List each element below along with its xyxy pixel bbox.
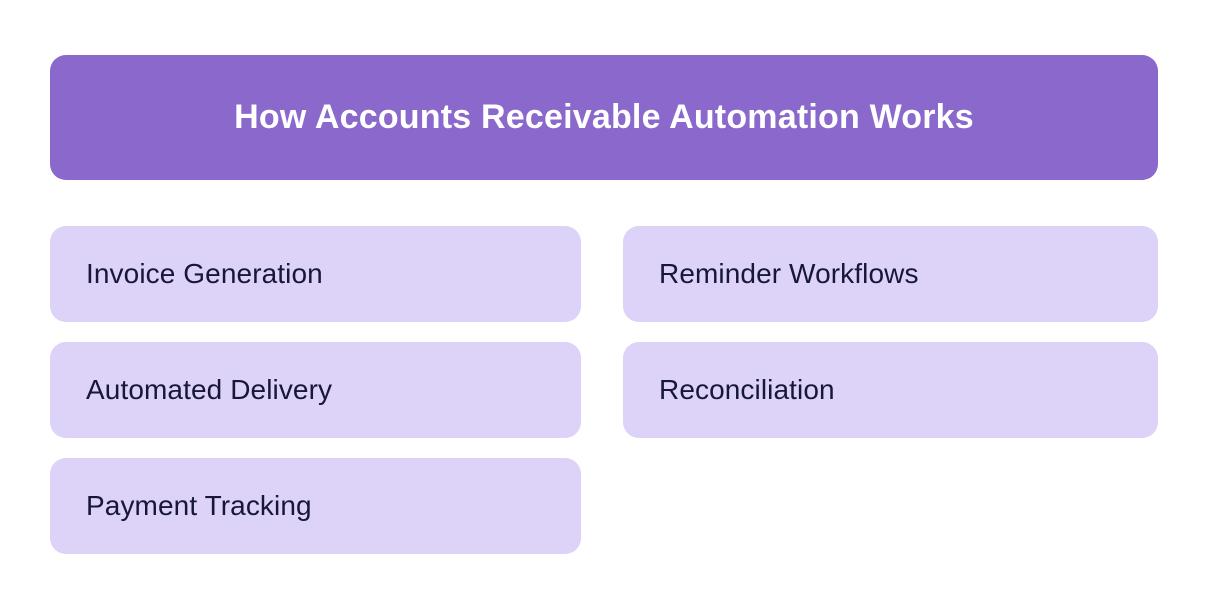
card-label: Automated Delivery xyxy=(86,374,333,406)
card-reminder-workflows[interactable]: Reminder Workflows xyxy=(623,226,1158,322)
card-column-right: Reminder Workflows Reconciliation xyxy=(623,226,1158,554)
card-label: Reminder Workflows xyxy=(659,258,919,290)
header-banner: How Accounts Receivable Automation Works xyxy=(50,55,1158,180)
card-reconciliation[interactable]: Reconciliation xyxy=(623,342,1158,438)
card-automated-delivery[interactable]: Automated Delivery xyxy=(50,342,581,438)
card-invoice-generation[interactable]: Invoice Generation xyxy=(50,226,581,322)
card-label: Invoice Generation xyxy=(86,258,323,290)
card-label: Payment Tracking xyxy=(86,490,312,522)
page-title: How Accounts Receivable Automation Works xyxy=(234,98,974,137)
card-label: Reconciliation xyxy=(659,374,835,406)
card-payment-tracking[interactable]: Payment Tracking xyxy=(50,458,581,554)
process-step-grid: Invoice Generation Automated Delivery Pa… xyxy=(50,226,1158,554)
card-column-left: Invoice Generation Automated Delivery Pa… xyxy=(50,226,581,554)
